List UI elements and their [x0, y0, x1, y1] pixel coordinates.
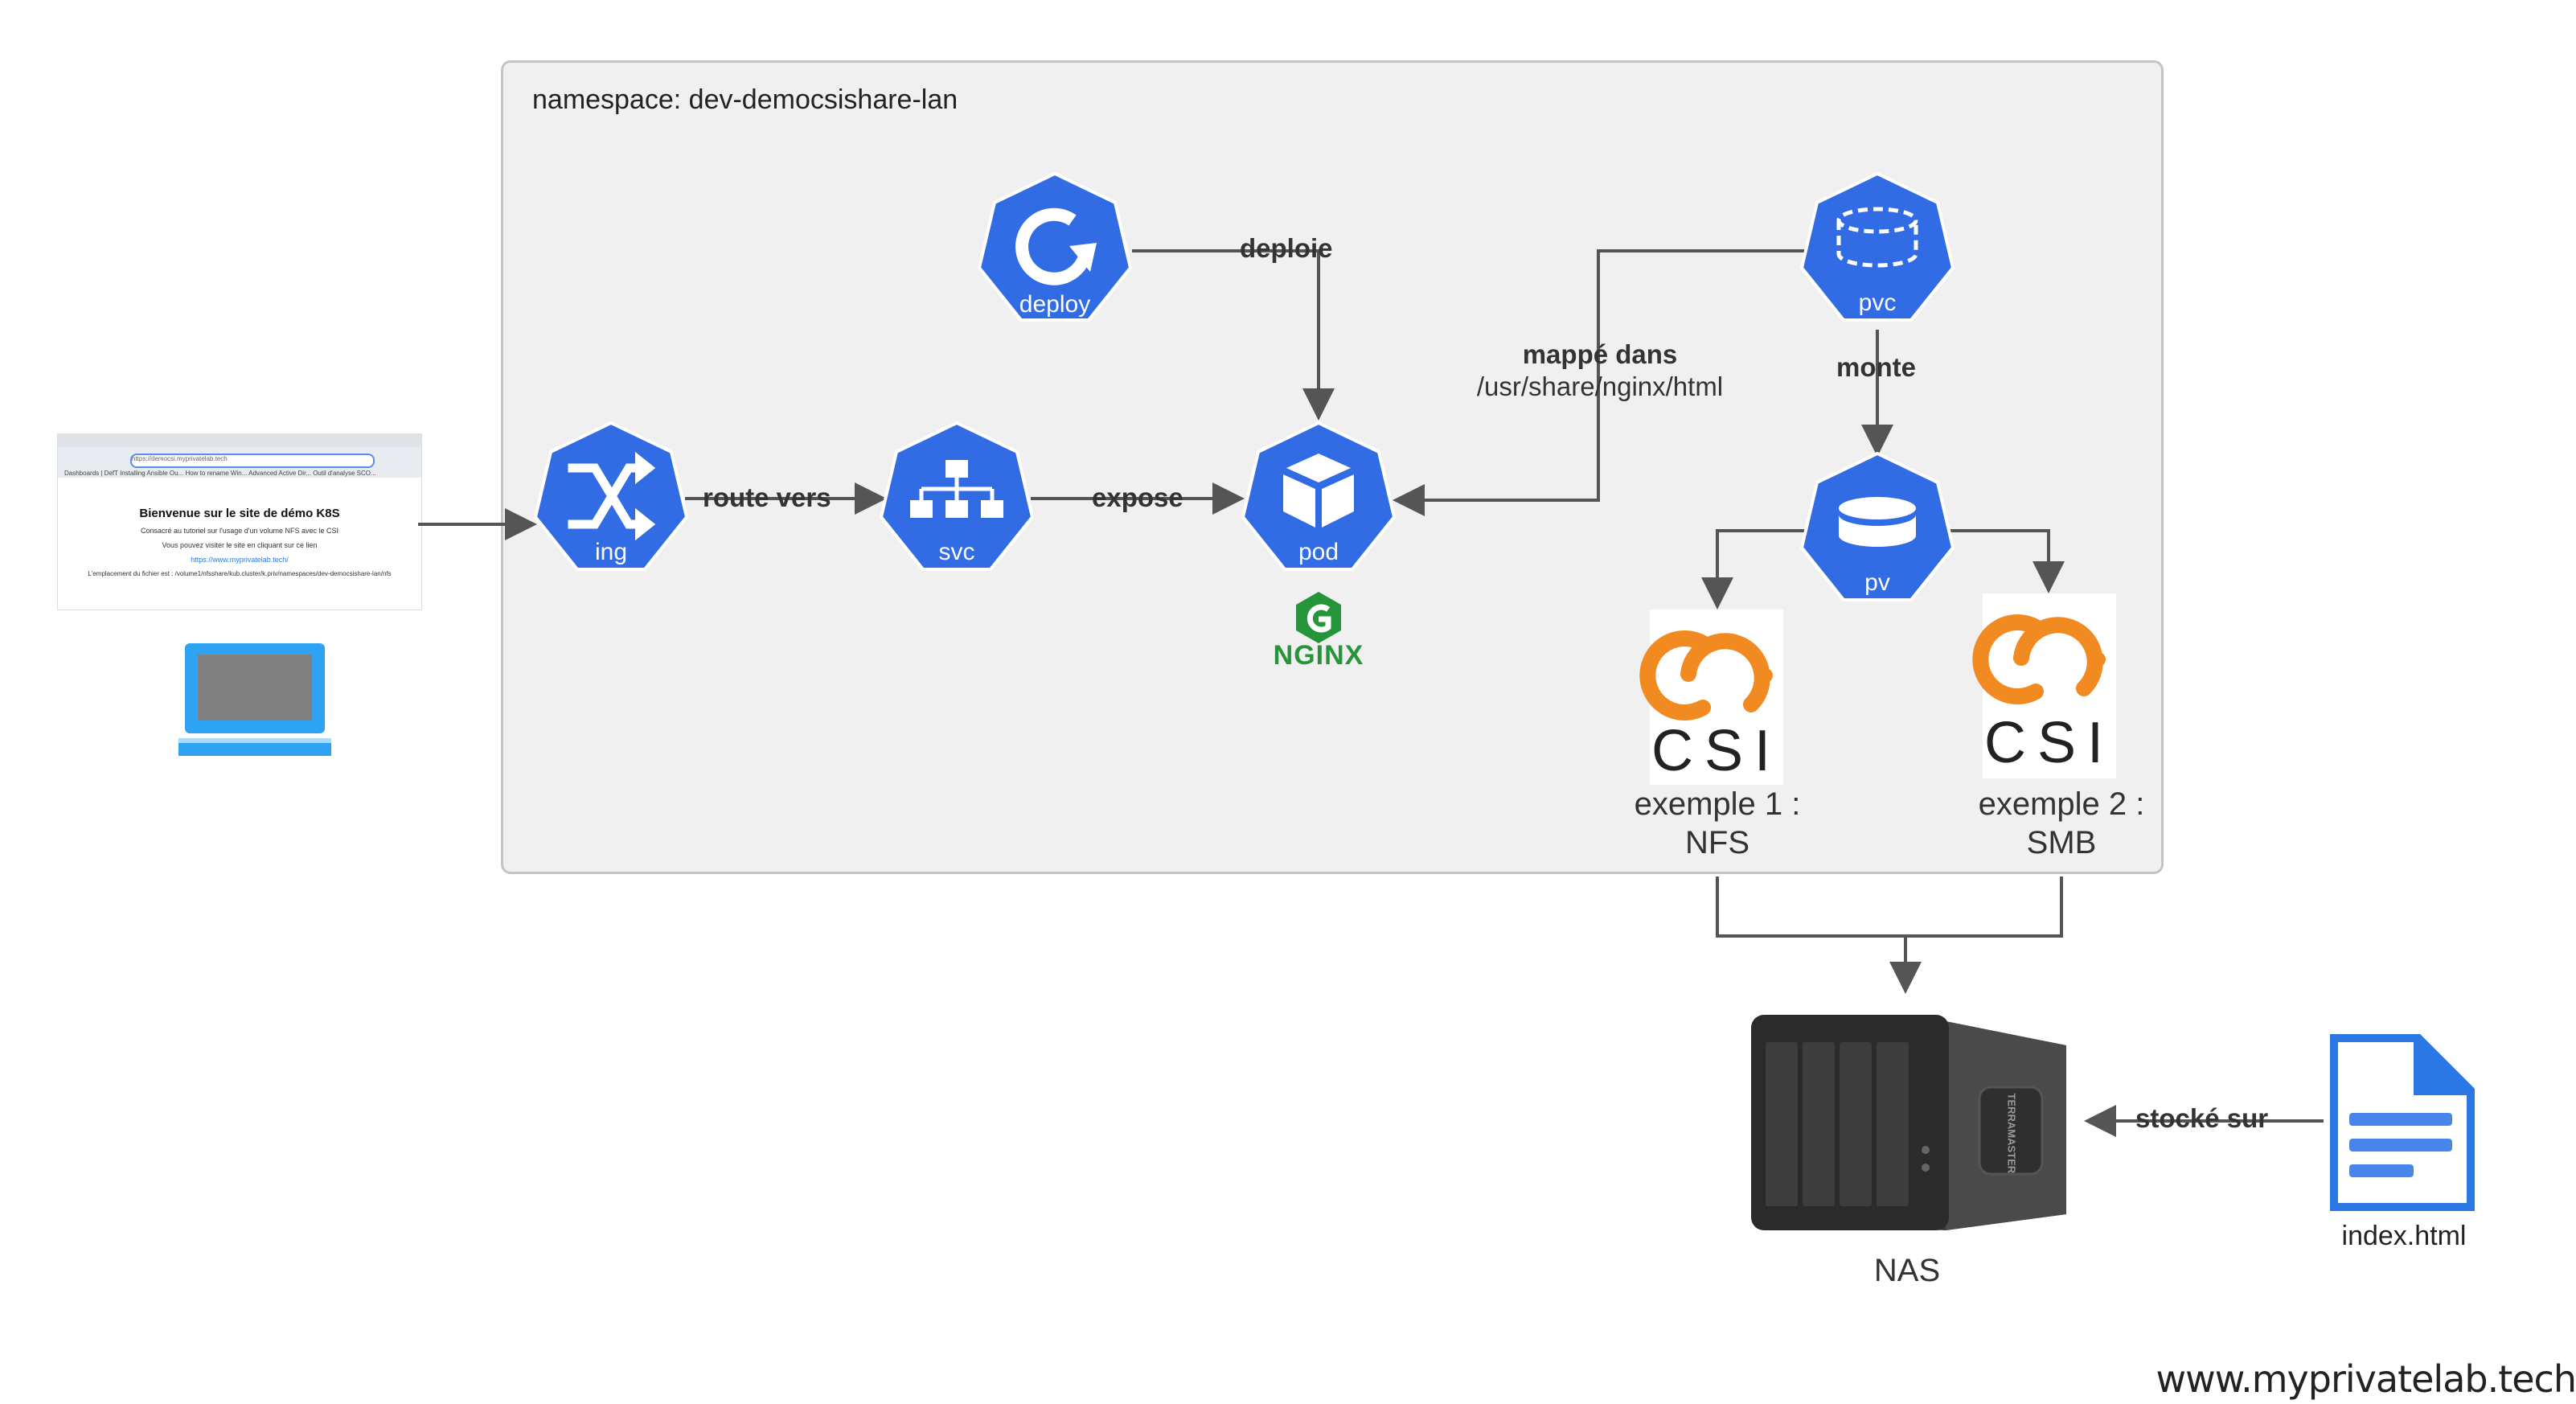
nginx-logo — [1296, 592, 1341, 643]
csi-example-1-title: exemple 1 : — [1634, 786, 1801, 822]
edge-csi2-nas — [1905, 876, 2063, 938]
browser-page-heading: Bienvenue sur le site de démo K8S — [139, 507, 340, 520]
namespace-label: namespace: dev-democsishare-lan — [532, 84, 958, 115]
laptop-icon — [178, 643, 331, 756]
edge-label-route-vers: route vers — [703, 482, 831, 512]
shuffle-icon — [568, 451, 656, 541]
pv-node — [1799, 451, 1955, 601]
csi-logo-1 — [1639, 610, 1783, 785]
csi-example-2-caption: exemple 2 : SMB — [1949, 785, 2174, 862]
browser-page: Bienvenue sur le site de démo K8S Consac… — [58, 489, 421, 610]
svc-label: svc — [938, 539, 975, 565]
connectors — [418, 249, 2324, 1137]
pod-node — [1241, 421, 1397, 571]
csi-example-2-protocol: SMB — [2026, 825, 2097, 860]
ing-label: ing — [594, 539, 628, 565]
csi-example-2-title: exemple 2 : — [1978, 786, 2145, 822]
csi-logo-2-text: CSI — [1983, 711, 2115, 775]
pvc-node — [1799, 171, 1955, 322]
nginx-logo-text: NGINX — [1273, 640, 1364, 671]
volume-dashed-icon — [1836, 207, 1918, 268]
edge-pv-csi2 — [1946, 529, 2065, 593]
deploy-node — [977, 171, 1133, 322]
edge-label-mappe-dans: mappé dans — [1522, 339, 1678, 369]
svc-node — [879, 421, 1035, 571]
refresh-icon — [1015, 207, 1097, 285]
edge-label-mount-path: /usr/share/nginx/html — [1476, 372, 1724, 401]
edge-pvc-pod — [1393, 249, 1809, 516]
pvc-label: pvc — [1858, 289, 1897, 316]
csi-logo-1-text: CSI — [1651, 719, 1782, 783]
cube-icon — [1283, 454, 1354, 528]
file-icon — [2330, 1034, 2475, 1211]
browser-page-line1: Consacré au tutoriel sur l'usage d'un vo… — [140, 527, 339, 535]
csi-logo-2 — [1972, 593, 2116, 778]
file-label: index.html — [2341, 1221, 2467, 1251]
browser-page-line3: L'emplacement du fichier est : /volume1/… — [88, 570, 392, 577]
ing-node — [533, 421, 689, 571]
nas-device-icon — [1751, 1015, 2066, 1230]
csi-example-1-protocol: NFS — [1685, 825, 1749, 860]
edge-label-monte: monte — [1836, 352, 1916, 382]
browser-page-line2: Vous pouvez visiter le site en cliquant … — [162, 541, 318, 549]
browser-page-link: https://www.myprivatelab.tech/ — [191, 556, 289, 564]
browser-address-bar: https://democsi.myprivatelab.tech — [130, 454, 375, 468]
edge-deploy-pod — [1132, 249, 1335, 421]
nas-brand-text: TERRAMASTER — [2005, 1093, 2018, 1174]
pod-label: pod — [1298, 539, 1339, 565]
edge-label-deploie: deploie — [1240, 233, 1333, 263]
pv-label: pv — [1864, 569, 1890, 596]
browser-tabbar — [58, 434, 421, 447]
watermark: www.myprivatelab.tech — [2156, 1357, 2576, 1401]
edge-label-expose: expose — [1092, 482, 1183, 512]
network-tree-icon — [910, 460, 1003, 518]
edge-csi1-nas — [1716, 876, 1922, 994]
edge-pv-csi1 — [1701, 529, 1809, 610]
nas-label: NAS — [1873, 1253, 1941, 1288]
csi-example-1-caption: exemple 1 : NFS — [1605, 785, 1830, 862]
volume-icon — [1839, 497, 1916, 547]
k8s-nodes — [533, 171, 1955, 601]
browser-bookmarks: Dashboards | DefT Installing Ansible Ou.… — [64, 470, 376, 477]
deploy-label: deploy — [1019, 291, 1091, 318]
edge-label-stocke-sur: stocké sur — [2135, 1103, 2269, 1133]
browser-screenshot: https://democsi.myprivatelab.tech Dashbo… — [58, 434, 421, 610]
